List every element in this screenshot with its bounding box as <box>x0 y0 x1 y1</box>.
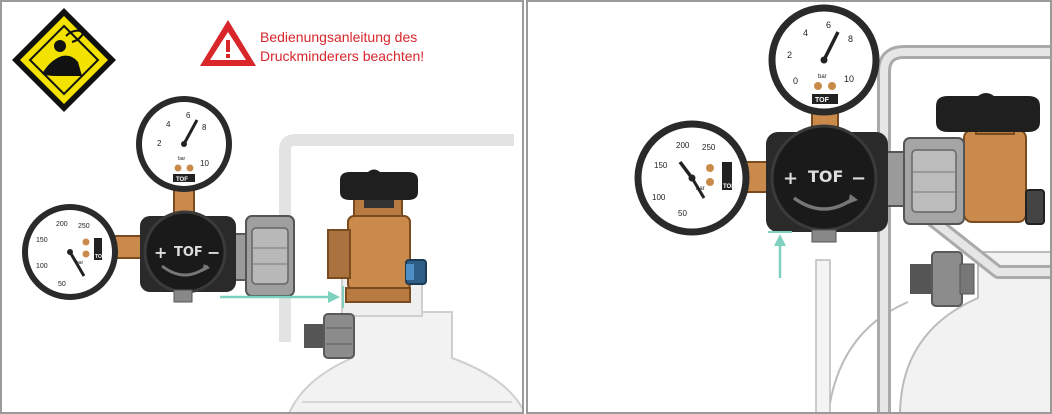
low-gauge-tick-2: 2 <box>157 139 162 148</box>
right-panel: + − TOF 0 2 4 6 8 10 bar TOF 50 <box>526 0 1052 414</box>
high-gauge-unit: bar <box>76 260 84 266</box>
low-gauge-tick-10: 10 <box>200 159 209 168</box>
low-gauge-tick-2: 2 <box>787 50 792 60</box>
high-gauge-tick-50: 50 <box>678 209 687 218</box>
high-gauge-tick-250: 250 <box>78 223 90 230</box>
low-pressure-gauge <box>139 99 229 189</box>
low-gauge-tick-6: 6 <box>826 20 831 30</box>
low-gauge-tick-4: 4 <box>166 120 171 129</box>
side-nut <box>910 252 974 306</box>
support-post <box>816 260 830 414</box>
low-gauge-brand: TOF <box>815 97 830 104</box>
high-gauge-brand: TOF <box>95 254 105 260</box>
warning-triangle-icon <box>200 20 256 66</box>
low-gauge-tick-0: 0 <box>793 76 798 86</box>
high-pressure-gauge <box>25 207 115 297</box>
high-gauge-tick-200: 200 <box>56 221 68 228</box>
gap-indicator-arrow <box>768 232 792 278</box>
low-gauge-tick-8: 8 <box>202 123 207 132</box>
high-gauge-tick-50: 50 <box>58 281 66 288</box>
connection-nut <box>886 138 964 224</box>
high-gauge-brand: TOF <box>723 184 735 190</box>
regulator-plus: + <box>783 168 798 189</box>
valve-handwheel <box>936 93 1040 132</box>
high-gauge-tick-100: 100 <box>652 193 666 202</box>
low-gauge-brand: TOF <box>176 177 188 183</box>
right-illustration: + − TOF 0 2 4 6 8 10 bar TOF 50 <box>528 2 1052 414</box>
high-gauge-tick-250: 250 <box>702 143 716 152</box>
regulator-brand: TOF <box>174 245 203 260</box>
high-gauge-tick-200: 200 <box>676 141 690 150</box>
cylinder-valve <box>964 118 1044 224</box>
high-gauge-tick-150: 150 <box>36 237 48 244</box>
low-gauge-unit: bar <box>178 156 186 162</box>
valve-handwheel <box>340 170 418 209</box>
high-gauge-tick-150: 150 <box>654 161 668 170</box>
low-gauge-tick-8: 8 <box>848 34 853 44</box>
low-gauge-tick-10: 10 <box>844 74 854 84</box>
left-panel: + − TOF 2 4 6 8 10 bar TOF 50 100 15 <box>0 0 524 414</box>
low-gauge-tick-4: 4 <box>803 28 808 38</box>
regulator-brand: TOF <box>808 167 843 186</box>
connection-nut <box>234 216 294 296</box>
regulator-minus: − <box>207 243 220 262</box>
high-gauge-tick-100: 100 <box>36 263 48 270</box>
high-gauge-unit: bar <box>696 186 705 192</box>
low-gauge-unit: bar <box>818 74 827 80</box>
regulator-minus: − <box>851 168 866 189</box>
low-gauge-tick-6: 6 <box>186 111 191 120</box>
regulator-plus: + <box>154 243 167 262</box>
high-pressure-gauge <box>638 124 746 232</box>
operating-instructions-notice: Bedienungsanleitung des Druckminderers b… <box>260 28 450 66</box>
hazard-warning-sign-icon <box>12 8 116 112</box>
side-nut <box>304 314 354 358</box>
